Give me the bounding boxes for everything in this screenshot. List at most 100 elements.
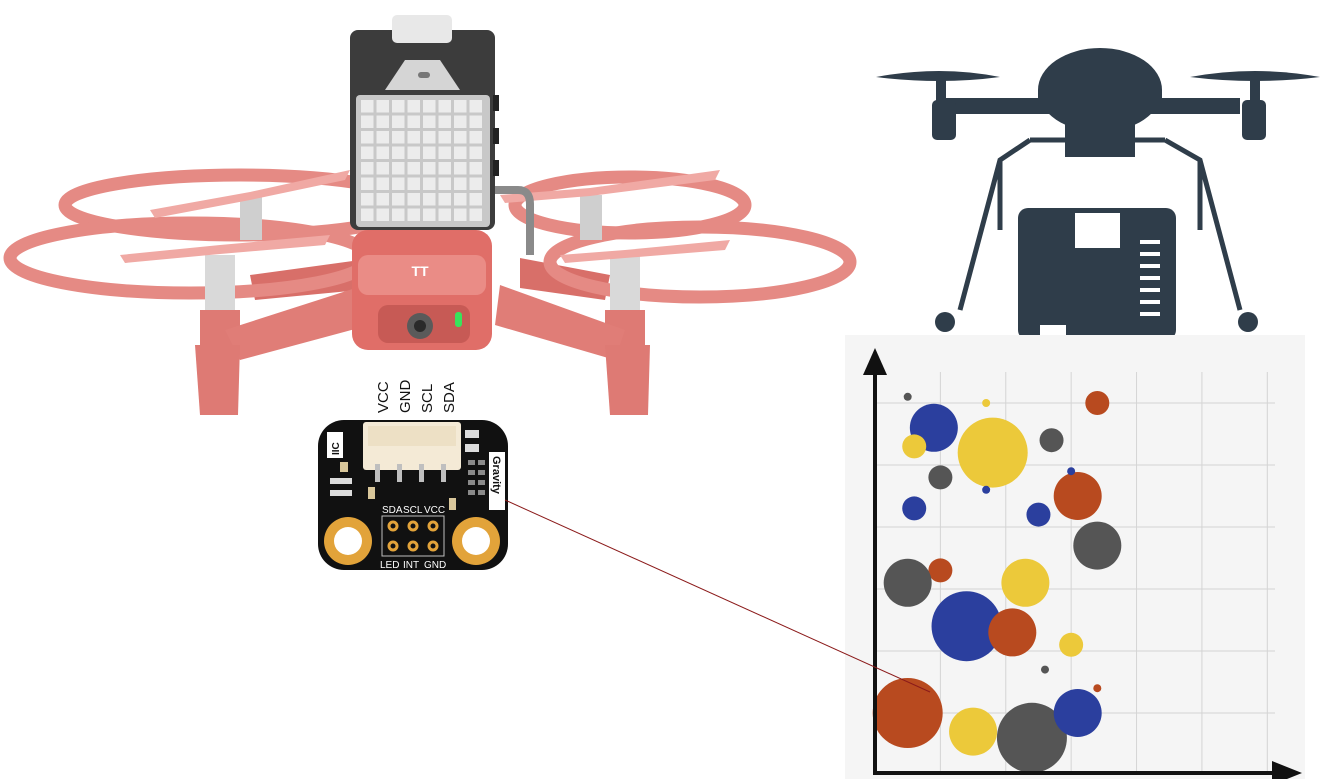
bubble-orange [988, 608, 1037, 657]
led-pixel [376, 177, 389, 190]
led-pixel [392, 162, 405, 175]
led-pixel [454, 162, 467, 175]
bubble-yellow [957, 417, 1028, 488]
led-pixel [469, 115, 482, 128]
drone-expansion-module [350, 15, 499, 230]
drone-feet [195, 345, 650, 415]
led-pixel [423, 146, 436, 159]
led-pixel [454, 131, 467, 144]
header-label-sda: SDA [382, 505, 403, 516]
led-pixel [469, 208, 482, 221]
prop-guard-front-right [543, 220, 857, 304]
led-pixel [361, 146, 374, 159]
led-pixel [407, 131, 420, 144]
led-pixel [423, 131, 436, 144]
drone-logo: TT [411, 263, 429, 279]
led-pixel [392, 193, 405, 206]
led-pixel [392, 115, 405, 128]
chart-points [872, 391, 1122, 773]
led-pixel [376, 193, 389, 206]
header-label-int: INT [403, 560, 419, 571]
led-pixel [407, 193, 420, 206]
bubble-blue [902, 496, 927, 521]
led-pixel [376, 208, 389, 221]
led-matrix-grid [361, 100, 482, 221]
header-pins [387, 520, 439, 552]
bubble-gray [1073, 521, 1122, 570]
pin-label-sda: SDA [441, 382, 458, 413]
led-pixel [423, 193, 436, 206]
led-pixel [423, 162, 436, 175]
led-pixel [438, 162, 451, 175]
led-pixel [438, 146, 451, 159]
bubble-orange [928, 558, 953, 583]
led-pixel [454, 208, 467, 221]
pin-label-scl: SCL [419, 384, 436, 413]
bubble-blue [1067, 467, 1076, 476]
led-pixel [361, 131, 374, 144]
led-pixel [361, 115, 374, 128]
header-label-led: LED [380, 560, 399, 571]
drone-body: TT [352, 230, 492, 350]
drone-silhouette [876, 48, 1320, 340]
led-pixel [376, 100, 389, 113]
header-label-gnd: GND [424, 560, 446, 571]
led-pixel [376, 162, 389, 175]
led-pixel [361, 100, 374, 113]
led-pixel [392, 146, 405, 159]
led-pixel [407, 162, 420, 175]
led-pixel [392, 177, 405, 190]
led-pixel [407, 146, 420, 159]
led-pixel [423, 177, 436, 190]
pin-header [381, 515, 445, 557]
drone-motors [200, 195, 645, 355]
led-pixel [407, 115, 420, 128]
led-pixel [361, 193, 374, 206]
bubble-orange [1093, 684, 1102, 693]
led-pixel [407, 100, 420, 113]
led-pixel [423, 115, 436, 128]
led-pixel [407, 177, 420, 190]
bubble-orange [1085, 391, 1110, 415]
top-pin-labels: VCC GND SCL SDA [375, 380, 458, 414]
bubble-yellow [1001, 558, 1050, 607]
bubble-orange [872, 678, 943, 748]
drone-cable [488, 186, 534, 255]
bubble-gray [883, 558, 932, 607]
led-pixel [392, 131, 405, 144]
mounting-hole-right [452, 517, 500, 565]
led-pixel [454, 146, 467, 159]
drone-front-arms [225, 285, 625, 360]
led-pixel [454, 193, 467, 206]
led-matrix [356, 95, 490, 227]
led-pixel [469, 131, 482, 144]
led-pixel [454, 177, 467, 190]
led-pixel [423, 100, 436, 113]
chart-axes [863, 348, 1302, 779]
y-axis-arrow [863, 348, 887, 375]
pin-label-vcc: VCC [375, 381, 392, 413]
led-pixel [438, 208, 451, 221]
bubble-blue [982, 485, 991, 494]
header-label-vcc: VCC [424, 505, 445, 516]
bubble-blue [931, 591, 1002, 662]
connector-line [504, 499, 931, 693]
pink-drone: TT [3, 15, 857, 415]
led-pixel [454, 100, 467, 113]
bubble-chart [845, 335, 1305, 779]
led-pixel [438, 177, 451, 190]
bubble-gray [1041, 665, 1049, 674]
led-pixel [469, 177, 482, 190]
led-pixel [376, 115, 389, 128]
bubble-gray [928, 465, 953, 490]
led-pixel [392, 100, 405, 113]
mounting-hole-left [324, 517, 372, 565]
led-pixel [438, 193, 451, 206]
bubble-yellow [902, 434, 927, 459]
led-pixel [392, 208, 405, 221]
led-pixel [438, 115, 451, 128]
bubble-gray [1039, 428, 1064, 453]
led-pixel [376, 131, 389, 144]
bubble-blue [1026, 502, 1051, 527]
